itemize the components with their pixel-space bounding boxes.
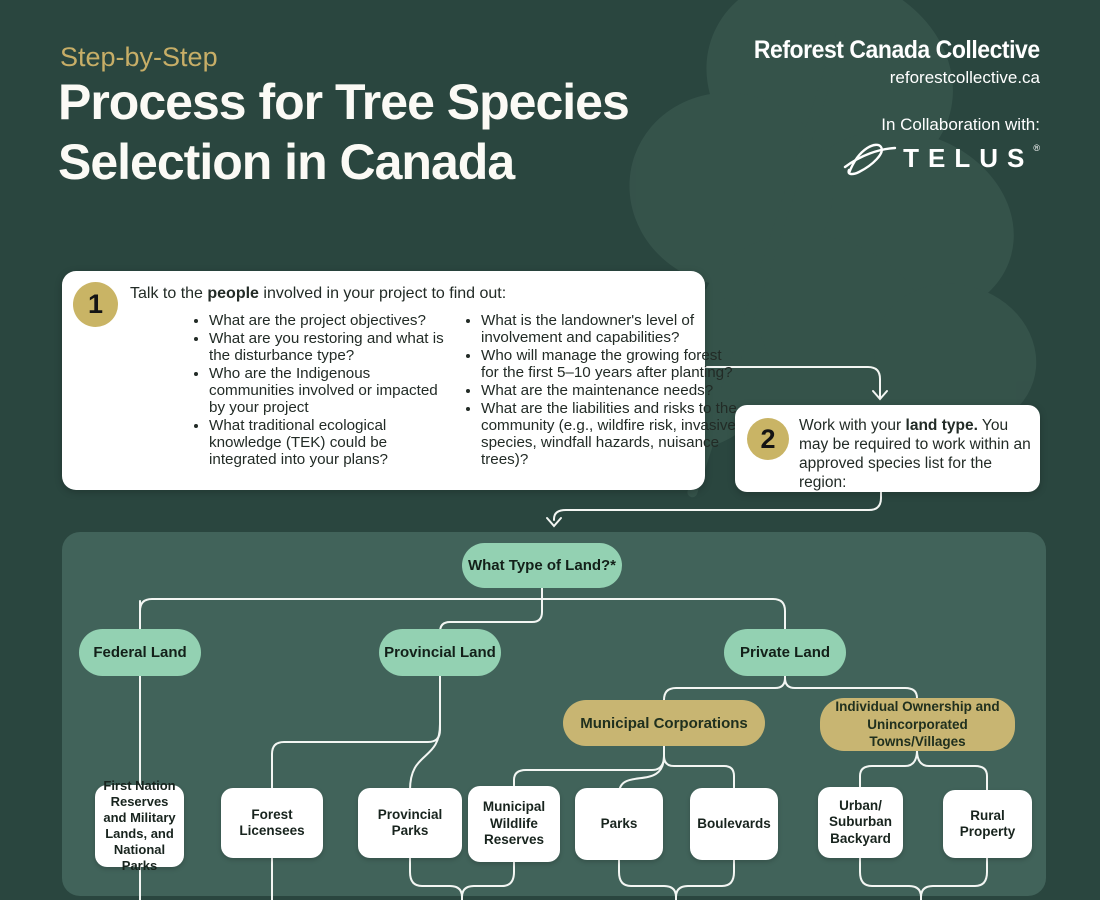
connector-merge-rural (920, 855, 988, 898)
registered-mark: ® (1033, 143, 1040, 153)
bullet-item: What traditional ecological knowledge (T… (209, 417, 447, 468)
connector-merge-boulevards (675, 855, 735, 898)
bullet-item: Who will manage the growing forest for t… (481, 347, 739, 381)
node-rural-property: Rural Property (943, 790, 1032, 858)
connector-root-branch (139, 598, 786, 631)
step-1-bullets-left: What are the project objectives? What ar… (192, 312, 447, 469)
connector-root-provincial (439, 585, 543, 649)
connector-step2-flowchart (553, 491, 882, 521)
org-website: reforestcollective.ca (889, 68, 1040, 87)
bullet-item: What are the project objectives? (209, 312, 447, 329)
step-2-intro-bold: land type. (905, 417, 978, 434)
bullet-item: What is the landowner's level of involve… (481, 312, 739, 346)
node-forest-licensees: Forest Licensees (221, 788, 323, 858)
connector-merge-wildlife (461, 857, 515, 898)
step-1-intro-pre: Talk to the (130, 285, 208, 302)
bullet-item: What are the liabilities and risks to th… (481, 400, 739, 468)
bullet-item: What are the maintenance needs? (481, 382, 739, 399)
bullet-item: What are you restoring and what is the d… (209, 330, 447, 364)
connector-private-individual (784, 677, 918, 707)
node-federal-land: Federal Land (79, 629, 201, 676)
connector-municipal-parks (618, 755, 665, 795)
step-2-intro-post: You may be required to work within an ap… (799, 417, 1031, 491)
connector-private-municipal (663, 671, 786, 709)
node-individual-ownership: Individual Ownership and Unincorporated … (820, 698, 1015, 751)
node-what-type-of-land: What Type of Land?* (462, 543, 622, 588)
node-municipal-corporations: Municipal Corporations (563, 700, 765, 746)
connector-step1-step2 (704, 366, 881, 398)
org-logo-text: Reforest Canada Collective (754, 36, 1040, 64)
node-municipal-wildlife-reserves: Municipal Wildlife Reserves (468, 786, 560, 862)
node-first-nation-reserves: First Nation Reserves and Military Lands… (95, 778, 184, 873)
step-2-intro-pre: Work with your (799, 417, 906, 434)
connector-merge-urban (859, 855, 922, 900)
step-2-card: 2 Work with your land type. You may be r… (735, 405, 1040, 492)
telus-script-t-icon (843, 143, 897, 176)
node-private-land: Private Land (724, 629, 846, 676)
collaboration-label: In Collaboration with: (881, 115, 1040, 134)
connector-provincial-provparks (409, 723, 441, 791)
node-urban-suburban-backyard: Urban/ Suburban Backyard (818, 787, 903, 858)
step-1-intro: Talk to the people involved in your proj… (130, 285, 506, 303)
step-2-intro: Work with your land type. You may be req… (799, 416, 1034, 492)
step-2-number: 2 (760, 423, 776, 454)
connector-merge-parks (618, 855, 677, 900)
step-1-intro-bold: people (207, 285, 259, 302)
connector-individual-urban (859, 749, 918, 791)
step-1-bullets-right: What is the landowner's level of involve… (464, 312, 739, 469)
step-1-intro-post: involved in your project to find out: (258, 285, 507, 302)
connector-municipal-boulevards (663, 755, 735, 793)
connector-arrow-step2 (872, 390, 888, 401)
connector-individual-rural (916, 749, 988, 794)
step-1-number-badge: 1 (73, 282, 118, 327)
node-provincial-land: Provincial Land (379, 629, 501, 676)
connector-arrow-flowchart (546, 517, 562, 528)
node-provincial-parks: Provincial Parks (358, 788, 462, 858)
eyebrow-label: Step-by-Step (60, 42, 218, 72)
node-parks: Parks (575, 788, 663, 860)
step-1-card: 1 Talk to the people involved in your pr… (62, 271, 737, 490)
step-2-number-badge: 2 (747, 418, 789, 460)
node-boulevards: Boulevards (690, 788, 778, 860)
partner-wordmark: TELUS (903, 142, 1034, 173)
brand-block: Reforest Canada Collective reforestcolle… (729, 36, 1040, 177)
bullet-item: Who are the Indigenous communities invol… (209, 365, 447, 416)
partner-logo: TELUS ® (729, 139, 1040, 177)
connector-merge-provparks (409, 855, 463, 900)
oak-leaf-watermark (587, 0, 1037, 498)
connector-provincial-forest (271, 667, 441, 900)
page-title: Process for Tree Species Selection in Ca… (58, 74, 630, 190)
step-1-number: 1 (87, 289, 104, 319)
